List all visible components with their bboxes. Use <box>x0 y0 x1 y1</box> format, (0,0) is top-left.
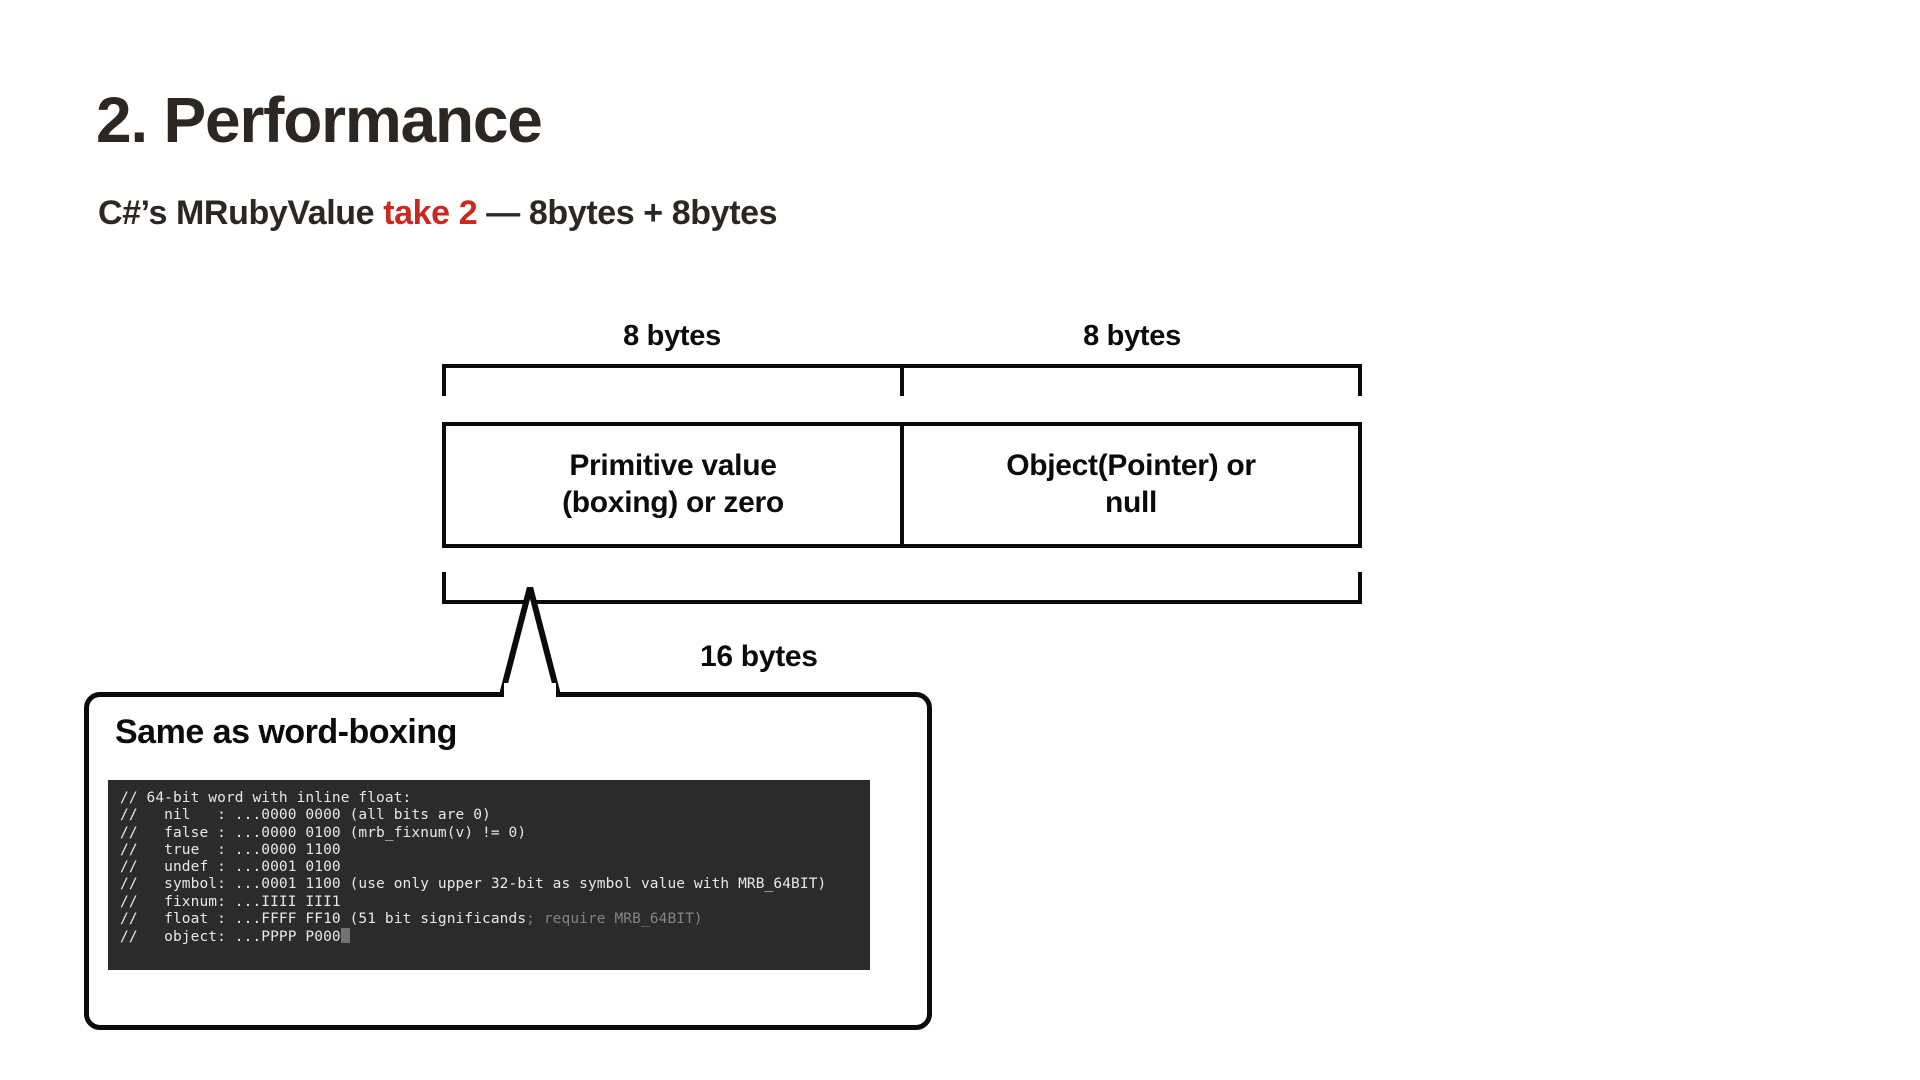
bracket-tick-right <box>1358 368 1362 396</box>
code-line-5: // symbol: ...0001 1100 (use only upper … <box>120 876 827 893</box>
top-measure-bracket <box>442 364 1362 396</box>
code-line-6: // fixnum: ...IIII III1 <box>120 893 341 910</box>
code-line-4: // undef : ...0001 0100 <box>120 859 341 876</box>
code-line-float-dim: ; require MRB_64BIT) <box>526 911 703 928</box>
code-line-3: // true : ...0000 1100 <box>120 841 341 858</box>
byte-label-left: 8 bytes <box>623 320 721 352</box>
code-line-2: // false : ...0000 0100 (mrb_fixnum(v) !… <box>120 824 527 841</box>
code-line-1: // nil : ...0000 0000 (all bits are 0) <box>120 807 491 824</box>
subtitle-accent: take 2 <box>383 194 478 232</box>
page-title: 2. Performance <box>96 84 543 156</box>
callout-box: Same as word-boxing // 64-bit word with … <box>84 692 932 1030</box>
byte-label-right: 8 bytes <box>1083 320 1181 352</box>
code-text: // 64-bit word with inline float: // nil… <box>120 790 860 947</box>
code-line-object: // object: ...PPPP P000 <box>120 929 341 946</box>
bottom-bracket-tick-left <box>442 572 446 600</box>
bottom-bracket-tick-right <box>1358 572 1362 600</box>
table-cell-primitive-value: Primitive value (boxing) or zero <box>562 449 784 519</box>
subtitle-text-before: C#’s MRubyValue <box>98 194 384 232</box>
callout-pointer-icon <box>500 587 560 697</box>
callout-title: Same as word-boxing <box>115 713 457 751</box>
total-size-label: 16 bytes <box>700 640 818 673</box>
table-cell-object-pointer: Object(Pointer) or null <box>900 426 1358 544</box>
code-line-0: // 64-bit word with inline float: <box>120 790 412 806</box>
bracket-tick-middle <box>900 368 904 396</box>
bottom-measure-bracket <box>442 572 1362 604</box>
code-block: // 64-bit word with inline float: // nil… <box>108 780 870 970</box>
bracket-tick-left <box>442 368 446 396</box>
subtitle-text-after: — 8bytes + 8bytes <box>477 194 778 232</box>
text-caret <box>340 928 350 944</box>
page-subtitle: C#’s MRubyValue take 2 — 8bytes + 8bytes <box>98 194 778 232</box>
code-line-float-main: // float : ...FFFF FF10 (51 bit signific… <box>120 911 527 928</box>
mrubyvalue-layout-table: Primitive value (boxing) or zero Object(… <box>442 422 1362 548</box>
